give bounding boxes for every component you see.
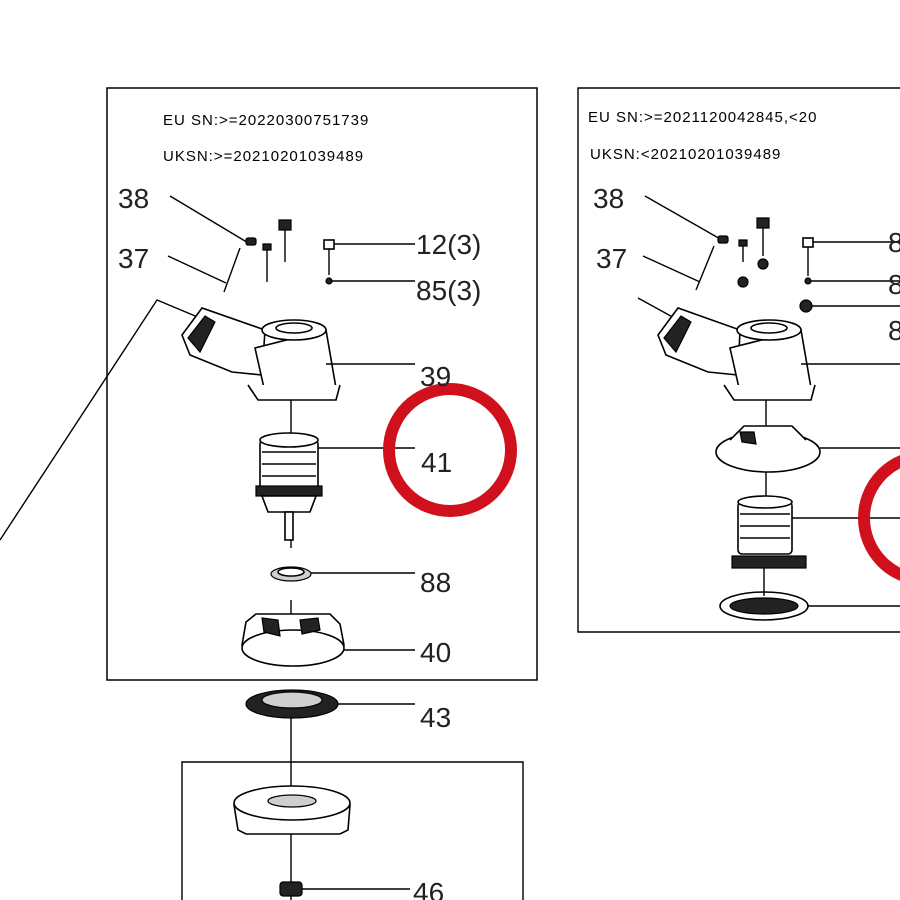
- label-37-left: 37: [118, 243, 149, 274]
- ring-88: [270, 566, 415, 582]
- motor-41: [255, 432, 415, 541]
- screws-38-37: [167, 195, 292, 293]
- right-fan-plate: [719, 568, 900, 621]
- highlight-circle: [383, 383, 517, 517]
- label-40-left: 40: [420, 637, 451, 668]
- label-46-left: 46: [413, 877, 444, 900]
- left-panel: EU SN:>=20220300751739 UKSN:>=2021020103…: [0, 87, 538, 900]
- disc-assembly: [233, 785, 351, 835]
- label-85-left: 85(3): [416, 275, 481, 306]
- label-38-left: 38: [118, 183, 149, 214]
- label-38-right: 38: [593, 183, 624, 214]
- lower-panel-frame: [181, 761, 524, 900]
- label-43-left: 43: [420, 702, 451, 733]
- label-8a-right: 8: [888, 227, 900, 258]
- right-eu-serial: EU SN:>=2021120042845,<20: [588, 109, 817, 126]
- label-37-right: 37: [596, 243, 627, 274]
- right-motor: [731, 495, 900, 569]
- right-panel-frame: [577, 87, 900, 633]
- lower-panel: [181, 761, 524, 900]
- screws-12-85: [323, 239, 415, 285]
- right-motor-housing: [637, 297, 900, 401]
- right-plate: [715, 425, 900, 473]
- left-eu-serial: EU SN:>=20220300751739: [163, 112, 369, 129]
- right-uk-serial: UKSN:<20210201039489: [590, 146, 781, 163]
- label-41-left: 41: [421, 447, 452, 478]
- callout-labels: 38 37 12(3) 85(3) 39 41 88 40 43 46 38 3…: [118, 183, 900, 900]
- left-external-leader: [0, 299, 201, 541]
- label-88-left: 88: [420, 567, 451, 598]
- nut-46: [279, 881, 410, 897]
- label-12-left: 12(3): [416, 229, 481, 260]
- fan-43: [245, 689, 415, 719]
- base-cover-40: [241, 613, 415, 667]
- motor-housing-39: [181, 307, 415, 401]
- right-panel: EU SN:>=2021120042845,<20 UKSN:<20210201…: [577, 87, 900, 633]
- right-screws-38-37: [642, 195, 770, 291]
- left-uk-serial: UKSN:>=20210201039489: [163, 148, 364, 165]
- label-39-left: 39: [420, 361, 451, 392]
- label-8c-right: 8: [888, 315, 900, 346]
- right-highlight-circle: [858, 455, 900, 581]
- right-screws-8: [799, 237, 900, 313]
- label-8b-right: 8: [888, 269, 900, 300]
- left-panel-frame: [106, 87, 538, 681]
